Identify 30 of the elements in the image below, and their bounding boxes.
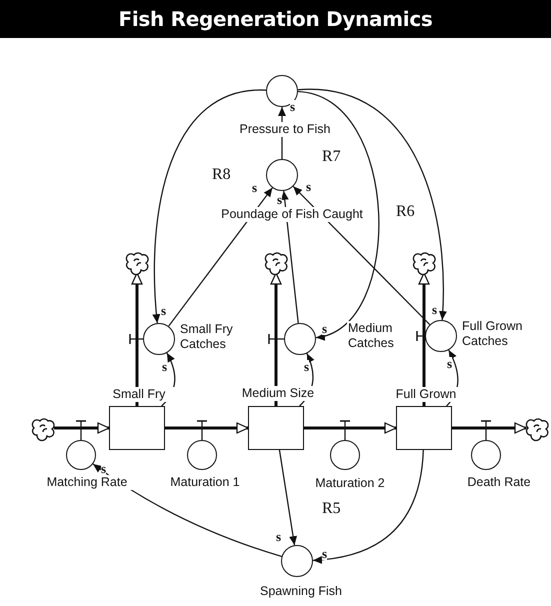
flow-pipe bbox=[304, 422, 397, 434]
cloud-symbol bbox=[264, 251, 288, 273]
link-arrow bbox=[298, 90, 380, 339]
flow-pipe bbox=[131, 272, 143, 406]
link-arrow bbox=[292, 186, 430, 326]
cloud-symbol bbox=[412, 251, 436, 273]
loop-label: R8 bbox=[212, 166, 231, 184]
flow-pipe bbox=[54, 422, 110, 434]
link-arrow bbox=[278, 450, 298, 546]
loop-label: R7 bbox=[322, 148, 341, 166]
edge-label: s bbox=[290, 100, 296, 113]
edge-label: s bbox=[304, 360, 310, 373]
link-arrow bbox=[152, 90, 266, 324]
link-arrow bbox=[280, 190, 299, 324]
flow-pipe bbox=[418, 272, 430, 406]
link-arrow bbox=[312, 450, 424, 564]
loop-label: R6 bbox=[396, 203, 415, 221]
edge-label: s bbox=[277, 193, 282, 206]
flow-pipe bbox=[165, 422, 249, 434]
flow-pipe bbox=[270, 272, 282, 406]
link-arrow bbox=[168, 187, 273, 327]
cloud-symbol bbox=[125, 251, 149, 273]
flow-pipe bbox=[452, 422, 527, 434]
link-arrow bbox=[298, 89, 447, 320]
cloud-symbol bbox=[525, 417, 549, 439]
link-arrow bbox=[92, 463, 282, 558]
loop-label: R5 bbox=[322, 500, 341, 518]
title-banner: Fish Regeneration Dynamics bbox=[0, 0, 551, 38]
cloud-symbol bbox=[31, 417, 55, 439]
edge-label: s bbox=[447, 357, 452, 370]
